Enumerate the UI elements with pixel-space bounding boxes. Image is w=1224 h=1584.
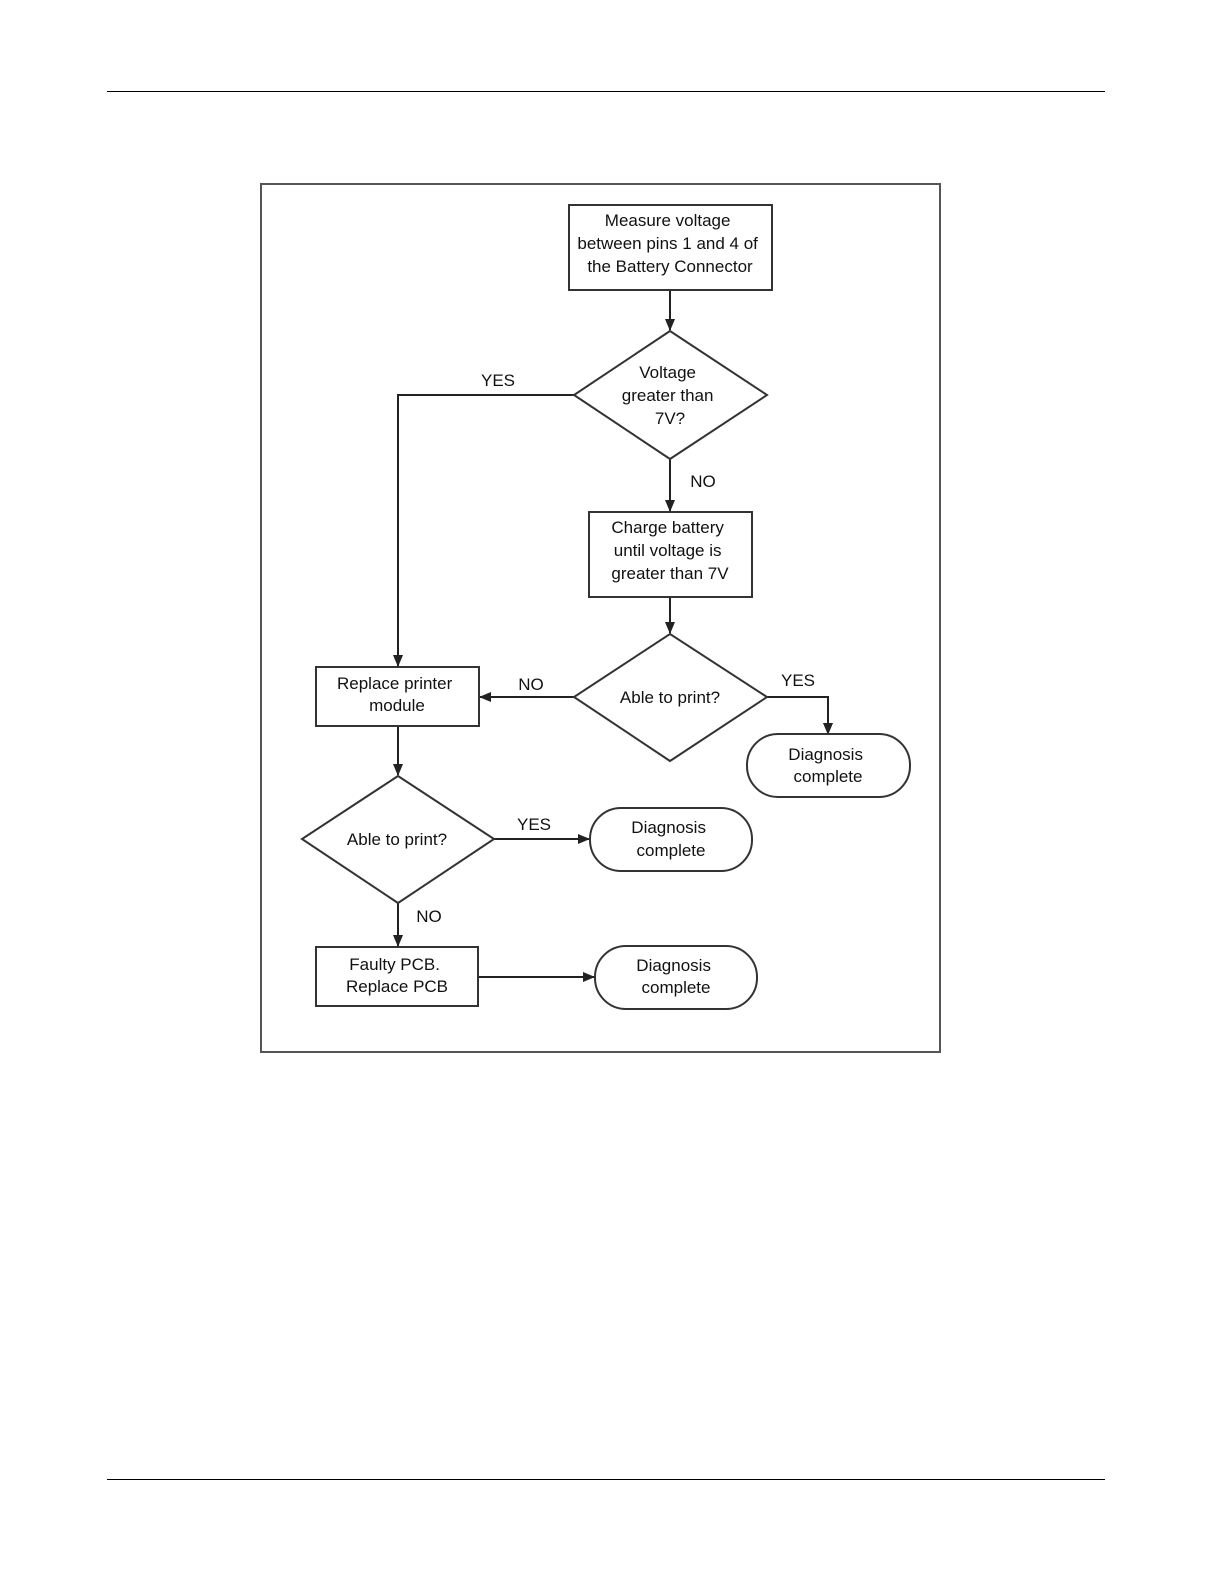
svg-text:Measure voltage between: Measure voltage between pins 1 and 4 of … <box>577 211 762 276</box>
decision-print2-line-1: Able to print? <box>347 830 447 849</box>
node-pcb-line-2: Replace PCB <box>346 977 448 996</box>
terminal-diagnosis2-line-2: complete <box>637 841 706 860</box>
node-pcb-line-1: Faulty PCB. <box>349 955 440 974</box>
node-charge-line-1: Charge battery <box>611 518 724 537</box>
node-faulty-pcb: Faulty PCB. Replace PCB <box>316 947 478 1006</box>
terminal-diagnosis3-line-1: Diagnosis <box>636 956 711 975</box>
edge-label-voltage-yes: YES <box>481 371 515 390</box>
node-measure-line-3: the Battery Connector <box>587 257 753 276</box>
edge-label-print2-no: NO <box>416 907 442 926</box>
node-replace-line-2: module <box>369 696 425 715</box>
svg-text:Charge battery until vol: Charge battery until voltage is greater … <box>611 518 729 583</box>
node-replace-line-1: Replace printer <box>337 674 453 693</box>
edge-label-print2-yes: YES <box>517 815 551 834</box>
svg-text:Able to print?: Able to print? <box>620 688 720 707</box>
terminal-diagnosis2-line-1: Diagnosis <box>631 818 706 837</box>
decision-voltage-line-2: greater than <box>622 386 714 405</box>
decision-voltage-line-1: Voltage <box>639 363 696 382</box>
node-replace-printer-module: Replace printer module <box>316 667 479 726</box>
footer-rule <box>107 1479 1105 1480</box>
terminal-diagnosis1-line-2: complete <box>794 767 863 786</box>
edge-label-print1-yes: YES <box>781 671 815 690</box>
node-charge-line-2: until voltage is <box>614 541 722 560</box>
terminal-diagnosis-3: Diagnosis complete <box>595 946 757 1009</box>
decision-print1-line-1: Able to print? <box>620 688 720 707</box>
terminal-diagnosis1-line-1: Diagnosis <box>788 745 863 764</box>
edge-label-print1-no: NO <box>518 675 544 694</box>
node-charge-battery: Charge battery until voltage is greater … <box>589 512 752 597</box>
node-measure-line-2: between pins 1 and 4 of <box>577 234 758 253</box>
decision-voltage-line-3: 7V? <box>655 409 685 428</box>
diagram-frame <box>261 184 940 1052</box>
node-measure-voltage: Measure voltage between pins 1 and 4 of … <box>569 205 772 290</box>
edge-label-voltage-no: NO <box>690 472 716 491</box>
terminal-diagnosis-1: Diagnosis complete <box>747 734 910 797</box>
terminal-diagnosis3-line-2: complete <box>642 978 711 997</box>
node-charge-line-3: greater than 7V <box>611 564 729 583</box>
svg-text:Able to print?: Able to print? <box>347 830 447 849</box>
terminal-diagnosis-2: Diagnosis complete <box>590 808 752 871</box>
node-measure-line-1: Measure voltage <box>605 211 731 230</box>
